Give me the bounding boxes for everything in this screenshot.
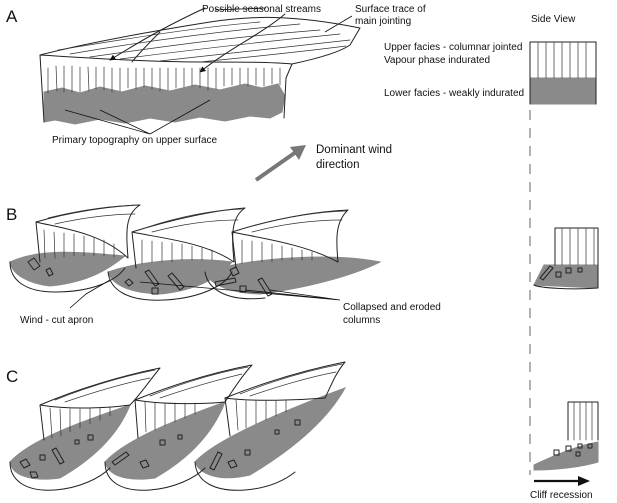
label-jointing-line1: Surface trace of xyxy=(355,4,426,15)
seasonal-streams xyxy=(109,7,286,73)
lower-facies-band xyxy=(43,83,286,125)
collapsed-leaders xyxy=(139,281,341,301)
block-outline xyxy=(39,16,361,123)
label-lower-facies: Lower facies - weakly indurated xyxy=(384,88,524,99)
columnar-joints xyxy=(47,65,281,94)
apron-leader xyxy=(69,279,111,309)
label-upper-facies-line1: Upper facies - columnar jointed xyxy=(384,42,522,53)
side-view-a xyxy=(529,41,597,105)
label-wind-line2: direction xyxy=(316,159,359,171)
side-view-b xyxy=(533,227,599,290)
label-primary-topography: Primary topography on upper surface xyxy=(52,135,218,146)
block-c xyxy=(9,361,347,491)
label-cliff-recession: Cliff recession xyxy=(530,490,593,501)
side-view-title: Side View xyxy=(531,14,576,25)
side-view-c xyxy=(533,401,599,471)
cliff-recession-arrow xyxy=(534,476,590,486)
label-wind-line1: Dominant wind xyxy=(316,144,392,156)
streams-leader xyxy=(214,7,267,11)
top-surface-hatch xyxy=(57,21,351,63)
label-seasonal-streams: Possible seasonal streams xyxy=(202,4,321,15)
wind-arrow xyxy=(254,145,306,182)
label-collapsed-line2: columns xyxy=(343,315,380,326)
panel-label-b: B xyxy=(6,205,17,224)
block-a xyxy=(39,7,361,125)
topography-leaders xyxy=(64,99,211,135)
panel-label-a: A xyxy=(6,7,18,26)
panel-label-c: C xyxy=(6,367,18,386)
label-wind-cut-apron: Wind - cut apron xyxy=(20,315,93,326)
label-jointing-line2: main jointing xyxy=(355,16,411,27)
block-b xyxy=(9,204,382,301)
jointing-leader xyxy=(324,15,353,33)
label-collapsed-line1: Collapsed and eroded xyxy=(343,302,441,313)
label-upper-facies-line2: Vapour phase indurated xyxy=(384,55,490,66)
